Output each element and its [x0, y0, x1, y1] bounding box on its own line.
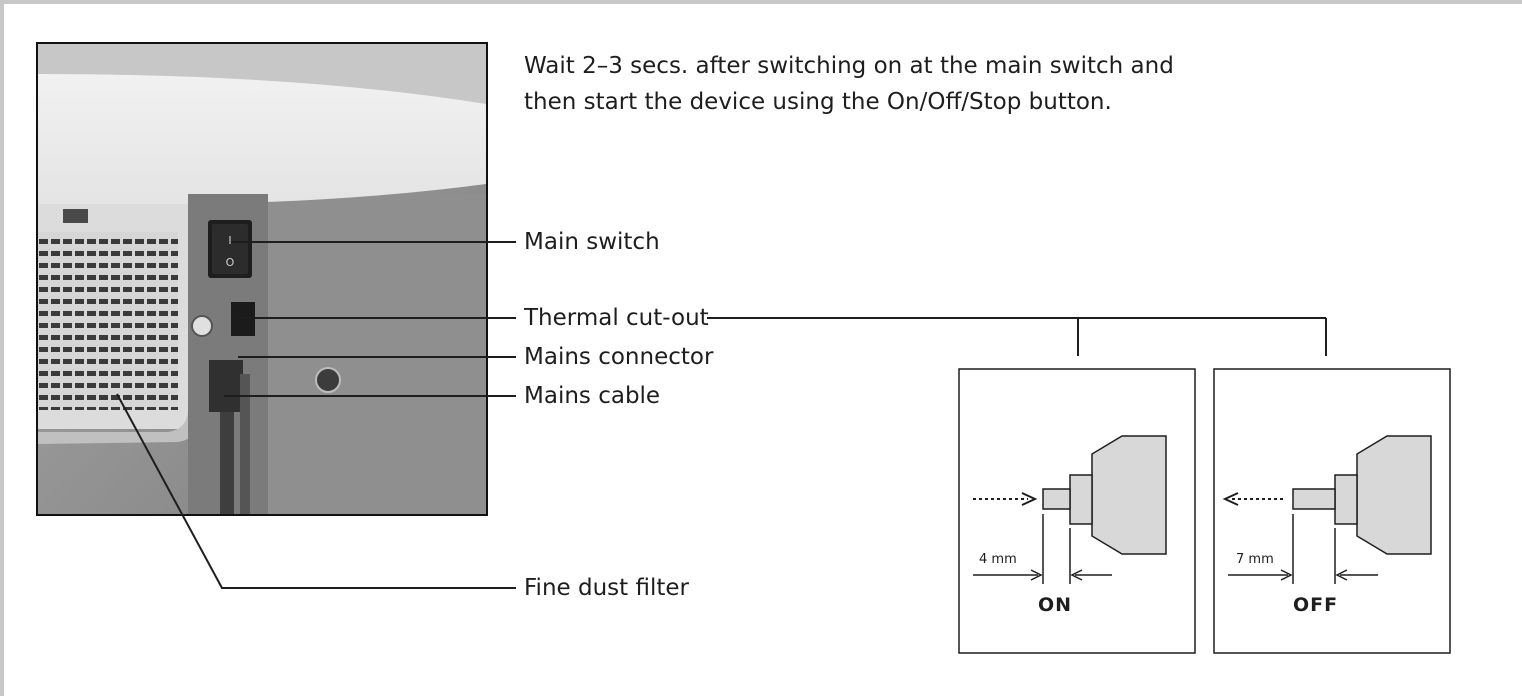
instruction-line-1: Wait 2–3 secs. after switching on at the… [524, 53, 1174, 79]
instruction-text: Wait 2–3 secs. after switching on at the… [524, 48, 1224, 120]
connector-symbol-icon [315, 367, 341, 393]
switch-off-symbol: O [226, 256, 235, 269]
mains-connector [209, 360, 243, 412]
off-release-arrow-head [1222, 492, 1239, 506]
lid-shadow [38, 44, 486, 104]
on-dimension-arrow-right [1070, 569, 1083, 581]
instruction-line-2: then start the device using the On/Off/S… [524, 89, 1112, 115]
cable-secondary [240, 374, 250, 514]
label-fine-dust-filter: Fine dust filter [524, 575, 689, 601]
on-press-arrow-head [1021, 492, 1038, 506]
off-device-body [1356, 435, 1432, 555]
switch-on-symbol: I [228, 234, 231, 247]
fine-dust-filter-grille [38, 232, 178, 410]
device-photo-illustration: I O [38, 44, 486, 514]
off-dimension-arrow-right [1335, 569, 1348, 581]
latch [63, 209, 88, 223]
on-state-label: ON [1038, 594, 1073, 616]
on-measure-label: 4 mm [979, 552, 1017, 567]
on-device-body [1091, 435, 1167, 555]
on-button-collar [1069, 474, 1093, 525]
off-state-label: OFF [1293, 594, 1339, 616]
off-dimension-arrow-left [1280, 569, 1293, 581]
cutout-diagram-on [958, 368, 1196, 654]
screw [191, 315, 213, 337]
leader-fine-dust-filter [116, 393, 516, 589]
off-measure-label: 7 mm [1236, 552, 1274, 567]
off-button-plunger [1292, 488, 1336, 510]
label-mains-connector: Mains connector [524, 344, 714, 370]
mains-cable [220, 412, 234, 514]
on-dimension-arrow-left [1030, 569, 1043, 581]
device-photo: I O [36, 42, 488, 516]
back-wall [253, 194, 486, 514]
cutout-diagram-off [1213, 368, 1451, 654]
main-switch-face [212, 224, 248, 274]
on-button-plunger [1042, 488, 1071, 510]
label-mains-cable: Mains cable [524, 383, 661, 409]
label-main-switch: Main switch [524, 229, 660, 255]
label-thermal-cutout: Thermal cut-out [524, 305, 709, 331]
off-button-collar [1334, 474, 1358, 525]
